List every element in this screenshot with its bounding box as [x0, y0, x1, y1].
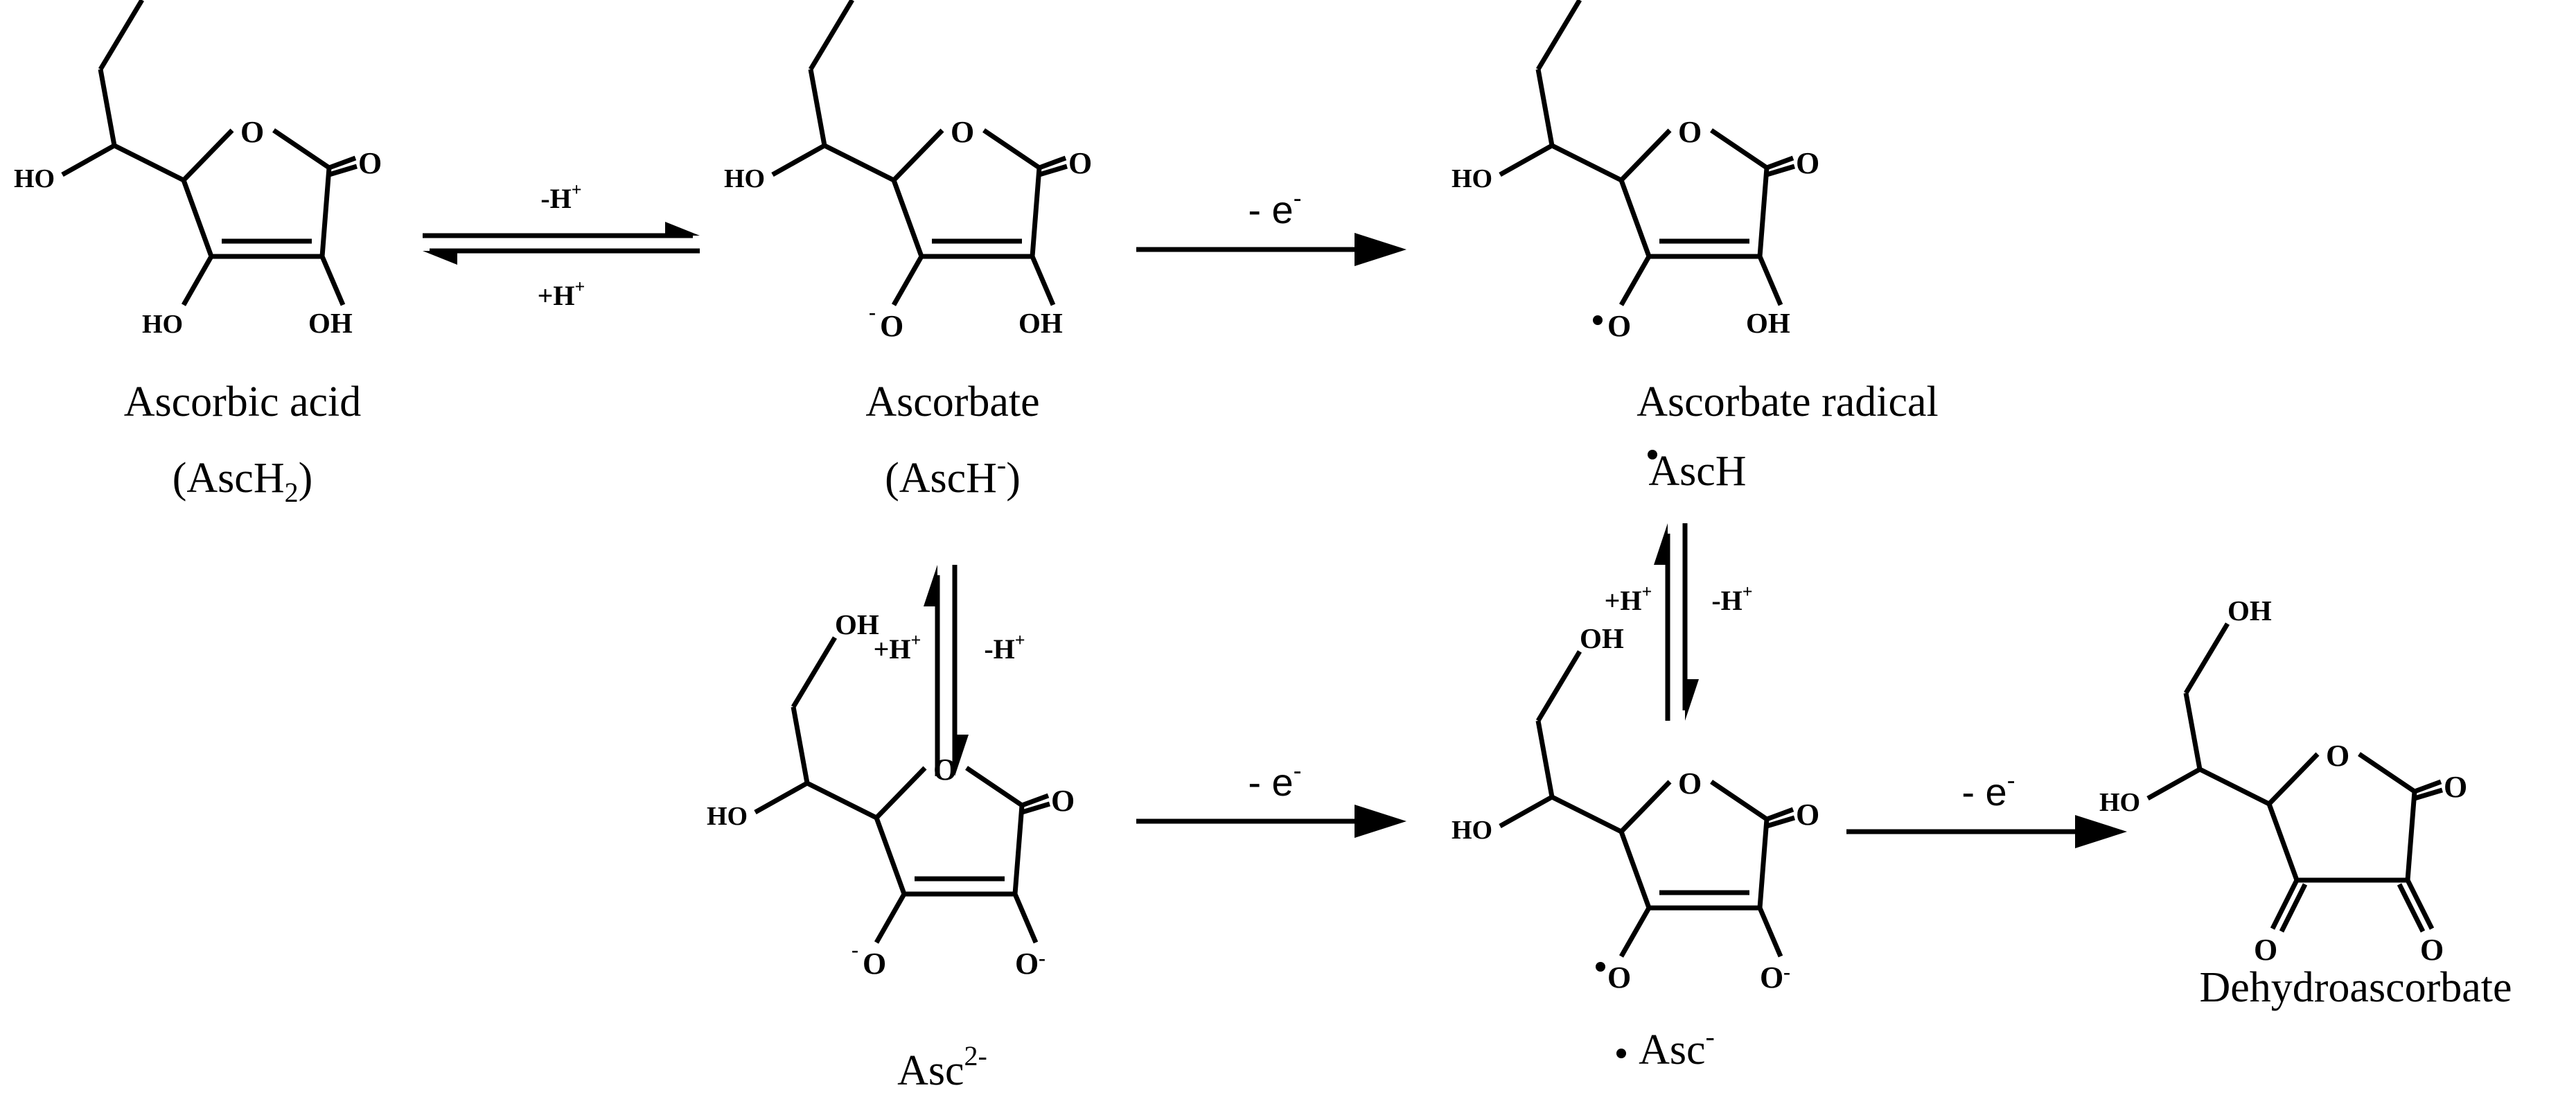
atom-top-oh: OH: [835, 608, 879, 640]
atom-side-ho: HO: [1452, 164, 1492, 193]
condition-minus-e: - e-: [1248, 756, 1301, 804]
atom-enol-left-o: O: [1607, 309, 1631, 343]
equilibrium-arrow-right-vertical: [1654, 523, 1699, 721]
charge-minus: -: [1039, 947, 1046, 970]
radical-dot: [1596, 962, 1605, 972]
atom-ring-o: O: [951, 115, 974, 149]
equilibrium-arrow-left-vertical: [924, 565, 969, 776]
condition-minus-h: -H+: [540, 179, 581, 214]
label-ascorbate: Ascorbate: [865, 378, 1039, 426]
atom-enol-right-oh: OH: [1018, 307, 1063, 339]
atom-enol-right-o: O: [1015, 947, 1039, 981]
atom-enol-right-o: O: [1760, 961, 1783, 995]
condition-plus-h: +H+: [538, 277, 585, 311]
oxidation-arrow-3: [1846, 815, 2127, 848]
atom-carbonyl-o: O: [1068, 146, 1092, 180]
radical-dot: [1648, 450, 1657, 459]
atom-top-oh: OH: [1580, 622, 1624, 654]
molecule-asc-dianion: OH HO O O O - O -: [707, 608, 1075, 981]
atom-side-ho: HO: [724, 164, 765, 193]
condition-minus-e: - e-: [1961, 766, 2015, 814]
atom-carbonyl-o: O: [1051, 784, 1075, 818]
molecule-ascorbate: OH HO O O O - OH: [724, 0, 1092, 343]
atom-top-oh: OH: [1580, 0, 1624, 3]
label-ascorbate-radical: Ascorbate radical: [1637, 378, 1938, 426]
molecule-ascorbate-radical: OH HO O O O OH: [1452, 0, 1819, 343]
atom-side-ho: HO: [14, 164, 55, 193]
oxidation-arrow-1: [1136, 233, 1406, 266]
molecule-dehydroascorbate: OH HO O O O O: [2099, 595, 2467, 967]
atom-side-ho: HO: [1452, 816, 1492, 845]
oxidation-arrow-2: [1136, 805, 1406, 838]
atom-top-oh: OH: [2227, 595, 2272, 627]
condition-minus-e: - e-: [1248, 184, 1301, 231]
atom-enol-right-oh: OH: [308, 307, 353, 339]
atom-carbonyl-o: O: [1796, 798, 1819, 832]
label-dehydroascorbate: Dehydroascorbate: [2199, 964, 2512, 1011]
atom-top-oh: OH: [142, 0, 186, 3]
atom-keto-right-o: O: [2420, 933, 2444, 967]
condition-plus-h: +H+: [874, 630, 921, 665]
atom-enol-left-o: O: [880, 309, 903, 343]
atom-ring-o: O: [1678, 115, 1702, 149]
atom-enol-left-o: O: [863, 947, 886, 981]
atom-keto-left-o: O: [2254, 933, 2277, 967]
molecule-ascorbic-acid: OH HO O O HO OH: [14, 0, 382, 339]
atom-enol-left-ho: HO: [142, 310, 183, 339]
molecule-asc-radical-anion: OH HO O O O O -: [1452, 622, 1819, 995]
radical-dot: [1593, 315, 1603, 325]
label-asc-2minus: Asc2-: [897, 1040, 987, 1094]
atom-ring-o: O: [2326, 739, 2349, 773]
label-asch-radical: AscH: [1648, 448, 1746, 495]
label-ascorbic-acid: Ascorbic acid: [124, 378, 362, 426]
condition-minus-h: -H+: [984, 630, 1025, 665]
atom-carbonyl-o: O: [1796, 146, 1819, 180]
atom-carbonyl-o: O: [2444, 770, 2467, 804]
atom-side-ho: HO: [707, 802, 748, 831]
atom-ring-o: O: [1678, 766, 1702, 800]
label-asch-minus: (AscH-): [885, 449, 1021, 502]
equilibrium-arrow-top: [423, 222, 700, 265]
charge-minus: -: [1783, 961, 1790, 983]
atom-side-ho: HO: [2099, 788, 2140, 817]
atom-enol-left-o: O: [1607, 961, 1631, 995]
atom-enol-right-oh: OH: [1746, 307, 1790, 339]
label-asc-radical-anion: Asc-: [1639, 1021, 1715, 1074]
label-asch2: (AscH2): [173, 455, 313, 508]
atom-ring-o: O: [240, 115, 264, 149]
charge-minus: -: [869, 301, 876, 324]
charge-minus: -: [852, 938, 858, 961]
atom-top-oh: OH: [852, 0, 897, 3]
condition-plus-h: +H+: [1605, 581, 1652, 616]
condition-minus-h: -H+: [1711, 581, 1752, 616]
radical-dot: [1616, 1049, 1626, 1058]
atom-carbonyl-o: O: [358, 146, 382, 180]
